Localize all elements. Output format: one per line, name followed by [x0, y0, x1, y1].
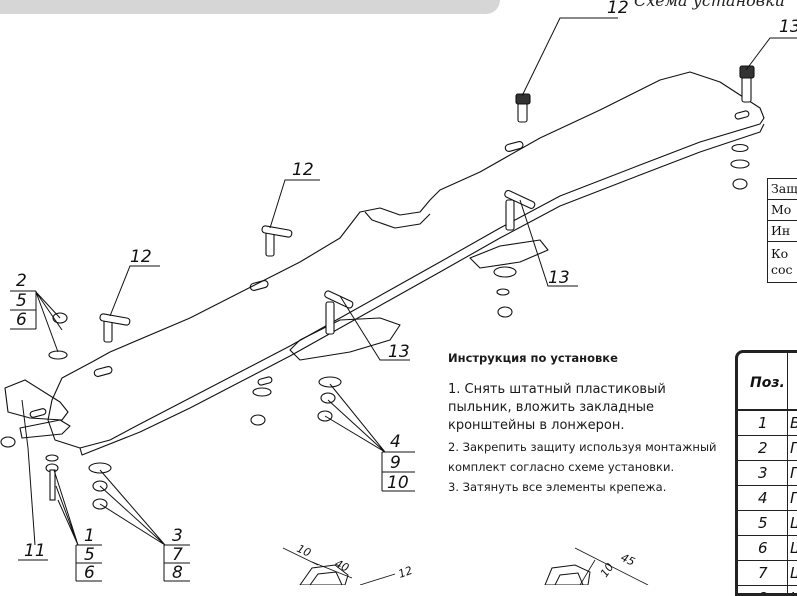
washer	[319, 377, 341, 387]
slot	[257, 376, 272, 385]
bom-header: Поз.	[738, 353, 797, 411]
slot	[734, 110, 749, 119]
stiffener-rib-2	[470, 240, 548, 268]
bom-row: 3Го	[738, 461, 797, 486]
callout-11: 11	[24, 541, 46, 561]
svg-text:5: 5	[84, 545, 95, 565]
stiffener-rib	[290, 318, 400, 360]
instruction-step: 1. Снять штатный пластиковый пыльник, вл…	[448, 381, 733, 435]
washer	[46, 455, 58, 461]
nut	[733, 179, 747, 189]
svg-text:2: 2	[16, 271, 27, 291]
t-bolt	[100, 313, 131, 342]
bom-row: 8Ш	[738, 586, 797, 596]
washer	[49, 351, 67, 359]
callout-12: 12	[607, 0, 629, 18]
washer	[253, 388, 271, 396]
svg-text:1: 1	[84, 526, 95, 546]
kit-row: Мо	[768, 200, 797, 221]
svg-text:9: 9	[390, 453, 401, 473]
kit-row: Ин	[768, 221, 797, 242]
instructions-title: Инструкция по установке	[448, 351, 733, 365]
callout-12: 12	[292, 160, 314, 180]
instruction-step: 3. Затянуть все элементы крепежа.	[448, 477, 733, 497]
svg-text:7: 7	[172, 545, 183, 565]
bom-row: 1Бо	[738, 411, 797, 436]
bracket-detail-2	[545, 565, 590, 585]
t-bolt	[740, 66, 754, 102]
bom-row: 2Го	[738, 436, 797, 461]
callout-stack-left: 2 5 6	[10, 271, 36, 330]
nut	[1, 437, 15, 447]
slot	[250, 280, 269, 291]
slot	[94, 366, 113, 377]
bom-row: 7Ш	[738, 561, 797, 586]
t-bolt	[262, 225, 293, 256]
nut	[498, 307, 512, 317]
svg-text:3: 3	[172, 526, 183, 546]
washer	[89, 463, 111, 473]
callout-stack-mid: 4 9 10	[382, 432, 415, 493]
svg-text:10: 10	[387, 473, 409, 493]
washer	[497, 289, 509, 295]
kit-table: Защ Мо Ин Ко сос	[767, 178, 797, 283]
washer	[731, 160, 749, 168]
bom-header-pos: Поз.	[750, 375, 785, 391]
callout-12: 12	[130, 247, 152, 267]
dimension-label: 45	[619, 551, 637, 569]
svg-text:4: 4	[390, 432, 401, 452]
dimension-label: 10	[598, 561, 617, 580]
svg-text:5: 5	[16, 291, 27, 311]
callout-13: 13	[779, 17, 797, 37]
bom-row: 5Ш	[738, 511, 797, 536]
bill-of-materials: Поз. 1Бо 2Го 3Го 4Го 5Ш 6Ш 7Ш 8Ш	[735, 350, 797, 596]
washer	[732, 145, 748, 152]
bolt-shaft	[50, 470, 55, 500]
t-bolt	[516, 94, 530, 122]
t-bolt	[324, 290, 354, 334]
instruction-step: 2. Закрепить защиту используя монтажный …	[448, 437, 733, 477]
nut	[251, 415, 265, 425]
dimension-label: 12	[397, 564, 415, 581]
callout-13: 13	[548, 268, 570, 288]
left-bracket-2	[20, 420, 70, 438]
svg-text:6: 6	[84, 563, 95, 583]
svg-text:8: 8	[172, 563, 183, 583]
svg-text:6: 6	[16, 310, 27, 330]
callout-stack-bottom-b: 3 7 8	[164, 526, 190, 583]
installation-instructions: Инструкция по установке 1. Снять штатный…	[448, 351, 733, 497]
slot	[29, 408, 46, 418]
dimension-label: 10	[295, 542, 313, 560]
slot	[505, 141, 524, 152]
bom-row: 6Ш	[738, 536, 797, 561]
kit-row: Защ	[768, 179, 797, 200]
bom-row: 4Го	[738, 486, 797, 511]
nut	[321, 393, 335, 403]
kit-row: Ко сос	[768, 242, 797, 283]
callout-13: 13	[388, 342, 410, 362]
washer	[494, 267, 516, 277]
t-bolt	[504, 190, 536, 230]
callout-stack-bottom-a: 1 5 6	[76, 526, 102, 583]
